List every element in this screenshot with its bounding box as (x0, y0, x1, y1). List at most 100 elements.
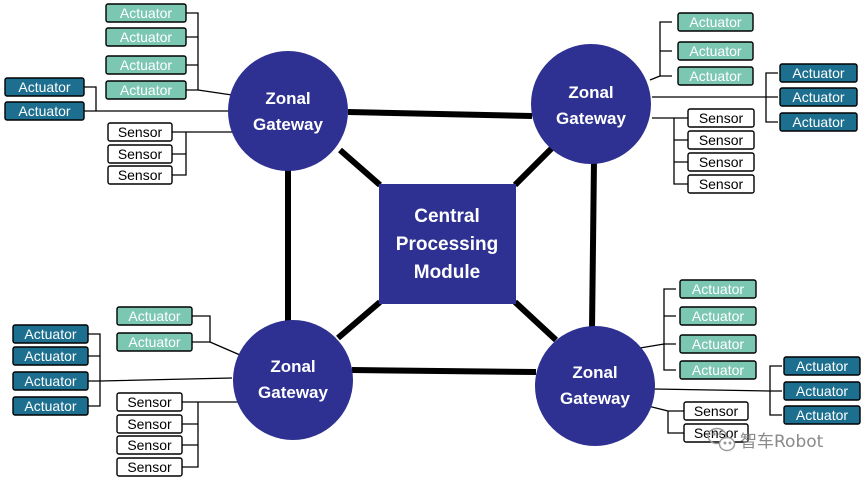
actuator-label: Actuator (120, 82, 172, 98)
actuator-label: Actuator (792, 89, 844, 105)
sensor-label: Sensor (699, 110, 744, 126)
sensor-box-tl-3: Sensor (107, 165, 173, 185)
connector-lines (84, 12, 782, 468)
actuator-box-tr-5: Actuator (779, 87, 858, 107)
actuator-box-tr-4: Actuator (779, 63, 858, 83)
watermark-text: 智车Robot (740, 432, 824, 452)
sensor-label: Sensor (699, 132, 744, 148)
gateway-br-line1: Zonal (572, 363, 617, 382)
actuator-box-br-1: Actuator (679, 279, 757, 299)
sensor-label: Sensor (118, 124, 163, 140)
central-label-line1: Central (414, 206, 479, 227)
wechat-icon (707, 427, 736, 452)
sensor-label: Sensor (118, 167, 163, 183)
actuator-label: Actuator (692, 362, 744, 378)
sensor-label: Sensor (127, 416, 172, 432)
sensor-box-tr-4: Sensor (687, 174, 755, 194)
actuator-box-tl-5: Actuator (4, 77, 85, 97)
actuator-box-tr-6: Actuator (779, 112, 858, 132)
zonal-gateway-bottom-right: Zonal Gateway (535, 326, 655, 446)
link-tl-center (338, 147, 382, 188)
actuator-label: Actuator (120, 57, 172, 73)
actuator-box-br-7: Actuator (783, 405, 861, 425)
actuator-label: Actuator (24, 326, 76, 342)
gateway-tl-line2: Gateway (253, 115, 323, 134)
actuator-box-tl-3: Actuator (105, 55, 187, 75)
sensor-box-tl-1: Sensor (107, 122, 173, 142)
actuator-label: Actuator (689, 43, 741, 59)
sensor-box-bl-3: Sensor (116, 435, 183, 455)
actuator-box-bl-2: Actuator (116, 332, 193, 352)
sensor-label: Sensor (118, 146, 163, 162)
actuator-label: Actuator (692, 281, 744, 297)
actuator-label: Actuator (796, 407, 848, 423)
actuator-box-br-5: Actuator (783, 356, 861, 376)
actuator-label: Actuator (692, 308, 744, 324)
sensor-box-tr-3: Sensor (687, 152, 755, 172)
gateway-links (285, 109, 597, 375)
sensor-box-tl-2: Sensor (107, 144, 173, 164)
actuator-label: Actuator (120, 29, 172, 45)
actuator-label: Actuator (18, 103, 70, 119)
actuator-label: Actuator (128, 334, 180, 350)
actuator-label: Actuator (128, 308, 180, 324)
actuator-box-br-6: Actuator (783, 381, 861, 401)
actuator-box-br-2: Actuator (679, 306, 757, 326)
actuator-box-tl-1: Actuator (105, 3, 187, 23)
actuator-box-tr-2: Actuator (677, 41, 754, 61)
actuator-box-tr-1: Actuator (677, 12, 754, 32)
watermark: 智车Robot (707, 427, 824, 452)
gateway-br-line2: Gateway (560, 389, 630, 408)
zonal-gateway-bottom-left: Zonal Gateway (233, 320, 353, 440)
central-processing-module: Central Processing Module (379, 184, 516, 304)
actuator-box-bl-1: Actuator (116, 306, 193, 326)
actuator-box-br-3: Actuator (679, 334, 757, 354)
sensor-box-bl-4: Sensor (116, 457, 183, 477)
link-bl-br (351, 367, 537, 375)
actuator-box-bl-5: Actuator (12, 371, 89, 391)
actuator-label: Actuator (792, 65, 844, 81)
actuator-box-br-4: Actuator (679, 360, 757, 380)
gateway-tr-line2: Gateway (556, 109, 626, 128)
sensor-box-bl-2: Sensor (116, 414, 183, 434)
sensor-box-tr-1: Sensor (687, 108, 755, 128)
zonal-gateway-top-right: Zonal Gateway (531, 44, 651, 164)
actuator-label: Actuator (796, 383, 848, 399)
actuator-label: Actuator (24, 348, 76, 364)
sensor-box-br-2: Sensor (683, 423, 749, 443)
actuator-label: Actuator (18, 79, 70, 95)
link-tr-center (512, 142, 558, 188)
actuator-box-bl-3: Actuator (12, 324, 89, 344)
sensor-label: Sensor (694, 403, 739, 419)
actuator-label: Actuator (689, 14, 741, 30)
link-tl-tr (347, 109, 533, 119)
gateway-bl-line2: Gateway (258, 383, 328, 402)
central-label-line2: Processing (396, 234, 498, 255)
link-tr-br (589, 159, 597, 331)
actuator-label: Actuator (792, 114, 844, 130)
sensor-box-tr-2: Sensor (687, 130, 755, 150)
sensor-label: Sensor (127, 394, 172, 410)
actuator-box-tl-2: Actuator (105, 27, 187, 47)
actuator-label: Actuator (24, 373, 76, 389)
zonal-gateway-top-left: Zonal Gateway (228, 51, 348, 171)
link-bl-center (336, 299, 382, 341)
actuator-box-bl-4: Actuator (12, 346, 89, 366)
actuator-label: Actuator (24, 398, 76, 414)
gateway-tr-line1: Zonal (568, 83, 613, 102)
actuator-box-tl-4: Actuator (105, 80, 187, 100)
sensor-label: Sensor (127, 437, 172, 453)
sensor-box-br-1: Sensor (683, 401, 749, 421)
sensor-label: Sensor (127, 459, 172, 475)
gateway-bl-line1: Zonal (270, 357, 315, 376)
actuator-label: Actuator (120, 5, 172, 21)
central-label-line3: Module (414, 262, 481, 283)
actuator-label: Actuator (689, 68, 741, 84)
gateway-tl-line1: Zonal (265, 89, 310, 108)
actuator-box-tr-3: Actuator (677, 66, 754, 86)
sensor-label: Sensor (699, 176, 744, 192)
actuator-label: Actuator (692, 336, 744, 352)
sensor-box-bl-1: Sensor (116, 392, 183, 412)
actuator-label: Actuator (796, 358, 848, 374)
